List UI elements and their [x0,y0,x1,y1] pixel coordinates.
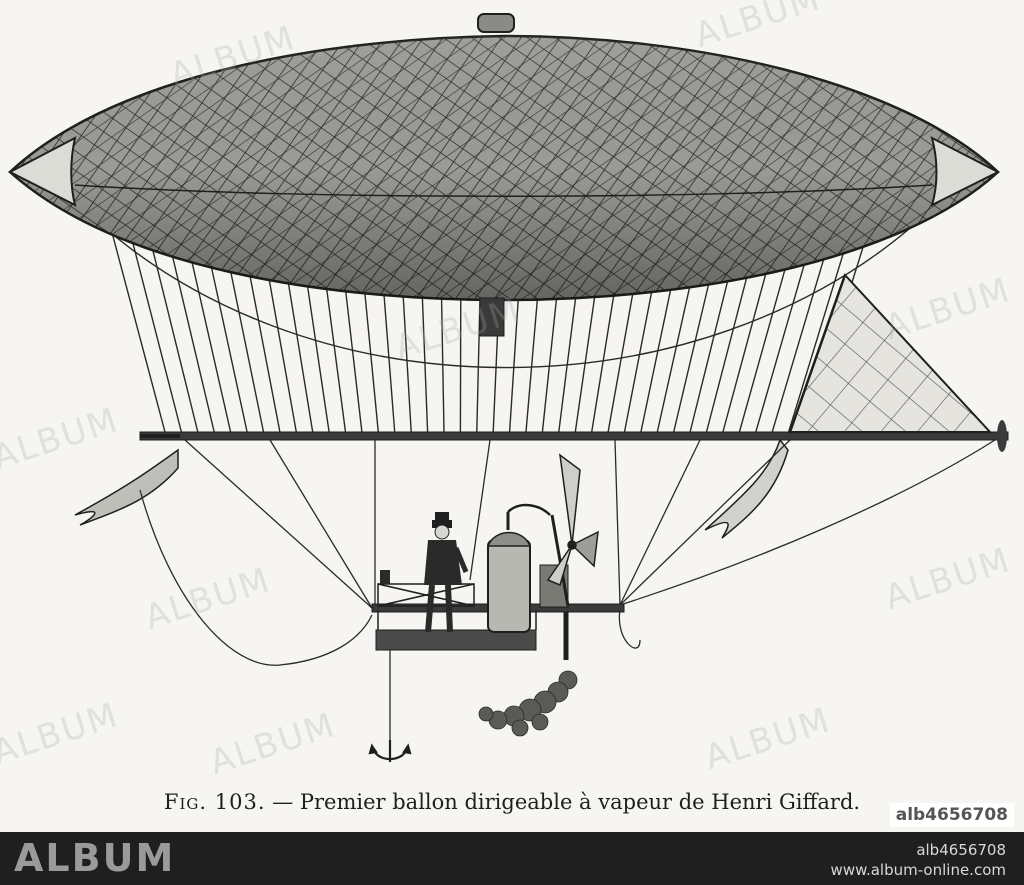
caption-dash: — [272,790,294,814]
aeronaut-figure [424,512,469,633]
figure-number: Fig. 103. [163,790,266,814]
suspension-line [541,282,559,433]
airship-illustration [7,13,1009,762]
stock-image-id: alb4656708 [889,803,1014,827]
suspension-line [771,234,832,433]
figure-caption: Fig. 103. — Premier ballon dirigeable à … [0,790,1024,814]
suspension-line [206,248,248,433]
suspension-line [656,264,696,433]
gondola-rigging [139,439,996,745]
suspension-line [738,243,793,433]
album-logo: ALBUM [14,836,176,880]
suspension-line [607,274,637,433]
suspension-line [323,271,347,433]
suspension-line [705,252,754,433]
suspension-line [508,284,520,433]
suspension-line [755,239,813,433]
suspension-line [722,248,774,433]
suspension-line [673,260,715,433]
suspension-line [343,274,363,433]
pennant-front [74,448,179,526]
suspension-line [187,243,232,433]
pennant-rear [704,438,789,539]
suspension-line [226,252,265,433]
suspension-line [623,271,657,433]
keel-pole [139,431,1009,441]
footer-website: www.album-online.com [830,861,1006,879]
propeller [546,453,599,607]
exhaust-smoke [478,670,578,737]
suspension-line [558,281,579,433]
suspension-line [574,279,598,433]
suspension-line [440,283,445,433]
rudder-sail [788,273,1007,452]
footer-bar: ALBUM alb4656708 www.album-online.com [0,832,1024,885]
suspension-line [128,229,183,433]
suspension-line [401,281,412,433]
suspension-line [167,239,215,433]
suspension-line [109,224,166,433]
suspension-line [284,264,314,433]
suspension-line [421,282,429,433]
suspension-line [689,256,735,433]
steam-boiler [486,503,569,660]
anchor [368,740,412,762]
engraving-plate: ALBUM ALBUM ALBUM ALBUM ALBUM ALBUM ALBU… [0,0,1024,827]
suspension-arc [79,204,926,369]
suspension-line [787,229,852,433]
suspension-line [245,256,281,433]
suspension-line [265,260,297,433]
suspension-line [304,268,330,433]
footer-image-id: alb4656708 [916,841,1006,859]
caption-text: Premier ballon dirigeable à vapeur de He… [299,790,861,814]
envelope [7,13,1001,337]
suspension-line [382,279,396,433]
suspension-line [525,283,540,433]
suspension-line [591,276,618,433]
suspension-lines [79,204,926,433]
